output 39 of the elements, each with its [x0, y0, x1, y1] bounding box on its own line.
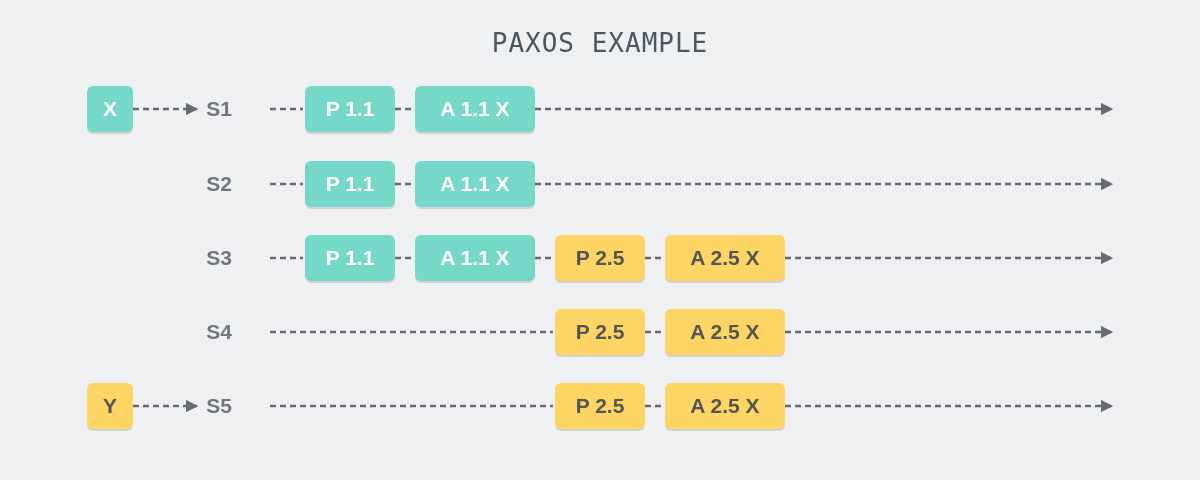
process-box: Y [87, 383, 133, 429]
process-box: A 2.5 X [665, 235, 785, 281]
row-label: S5 [199, 391, 239, 421]
row-label: S3 [199, 243, 239, 273]
process-box: A 1.1 X [415, 86, 535, 132]
dashed-line [645, 256, 663, 260]
dashed-line [270, 256, 303, 260]
dashed-line [395, 182, 413, 186]
process-box: P 1.1 [305, 161, 395, 207]
process-box: A 2.5 X [665, 383, 785, 429]
process-box: A 1.1 X [415, 161, 535, 207]
process-box: P 2.5 [555, 383, 645, 429]
process-box: P 1.1 [305, 86, 395, 132]
dashed-line [270, 182, 303, 186]
dashed-arrow [785, 399, 1114, 413]
row-label: S1 [199, 94, 239, 124]
dashed-arrow [785, 251, 1114, 265]
process-box: P 1.1 [305, 235, 395, 281]
process-box: X [87, 86, 133, 132]
process-box: A 2.5 X [665, 309, 785, 355]
row-label: S4 [199, 317, 239, 347]
diagram-title: PAXOS EXAMPLE [490, 28, 710, 58]
dashed-line [535, 256, 553, 260]
dashed-arrow [785, 325, 1114, 339]
process-box: A 1.1 X [415, 235, 535, 281]
dashed-arrow [133, 102, 199, 116]
process-box: P 2.5 [555, 309, 645, 355]
row-label: S2 [199, 169, 239, 199]
dashed-line [645, 404, 663, 408]
dashed-line [645, 330, 663, 334]
dashed-line [270, 404, 553, 408]
dashed-line [270, 107, 303, 111]
dashed-arrow [535, 177, 1114, 191]
process-box: P 2.5 [555, 235, 645, 281]
dashed-arrow [133, 399, 199, 413]
dashed-line [395, 107, 413, 111]
dashed-line [270, 330, 553, 334]
dashed-arrow [535, 102, 1114, 116]
dashed-line [395, 256, 413, 260]
